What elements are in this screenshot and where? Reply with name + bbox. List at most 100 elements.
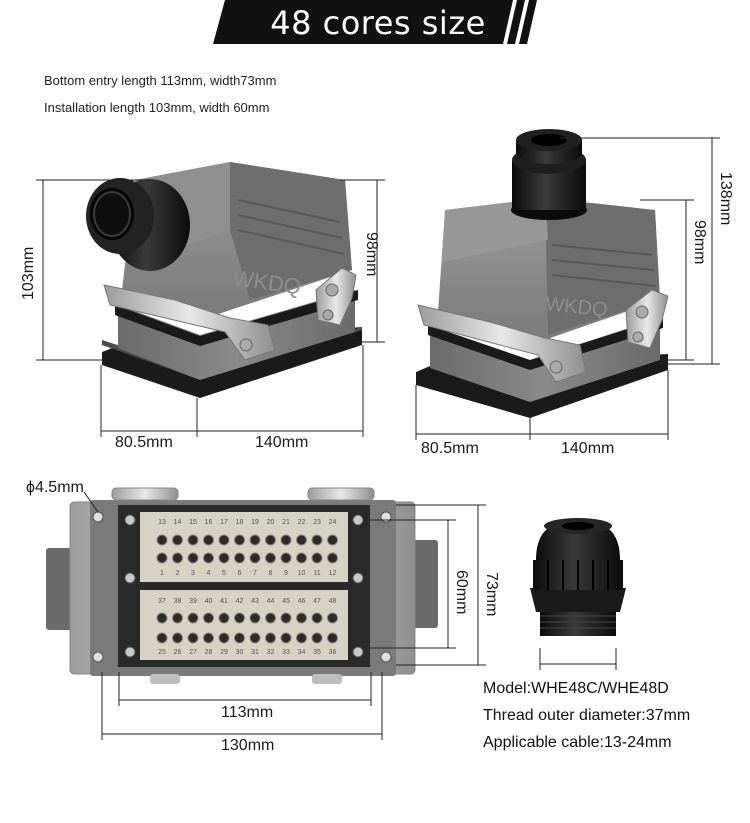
- insert-number: 22: [298, 519, 306, 526]
- insert-number: 28: [205, 649, 213, 656]
- insert-number: 2: [176, 570, 180, 577]
- outer-length-label: 130mm: [221, 737, 275, 754]
- insert-number: 17: [220, 519, 228, 526]
- insert-number: 11: [313, 570, 320, 577]
- pin-contact: [249, 632, 261, 644]
- side-dimension-lines: [36, 179, 385, 437]
- thread-spec: Thread outer diameter:37mm: [483, 707, 691, 724]
- pin-contact: [203, 534, 214, 546]
- pin-contact: [187, 552, 199, 564]
- insert-number: 19: [251, 519, 259, 526]
- side-width-short: 80.5mm: [115, 434, 173, 451]
- pin-contact: [327, 612, 338, 624]
- insert-number: 42: [236, 598, 244, 605]
- insert-number: 36: [329, 649, 337, 656]
- inner-width-label: 60mm: [453, 570, 470, 615]
- top-width-long: 140mm: [561, 440, 615, 457]
- top-height-total: 138mm: [717, 172, 734, 226]
- page-title: 48 cores size: [270, 4, 486, 42]
- insert-number: 10: [298, 570, 306, 577]
- title-banner: 48 cores size: [213, 0, 543, 44]
- top-width-short: 80.5mm: [421, 440, 479, 457]
- pin-contact: [234, 632, 245, 644]
- insert-number: 47: [313, 598, 321, 605]
- insert-number: 21: [282, 519, 290, 526]
- pin-contact: [156, 534, 168, 546]
- insert-number: 33: [282, 649, 290, 656]
- insert-number: 8: [269, 570, 273, 577]
- side-entry-connector: WKDQ: [86, 162, 362, 398]
- insert-number: 48: [329, 598, 337, 605]
- insert-number: 15: [189, 519, 197, 526]
- pin-contact: [311, 552, 323, 564]
- pin-contact: [203, 552, 214, 564]
- insert-number: 9: [284, 570, 288, 577]
- pin-contact: [234, 552, 245, 564]
- insert-number: 29: [220, 649, 228, 656]
- pin-contact: [203, 632, 214, 644]
- outer-width-label: 73mm: [483, 572, 500, 617]
- insert-number: 4: [207, 570, 211, 577]
- insert-number: 40: [205, 598, 213, 605]
- insert-number: 6: [238, 570, 242, 577]
- pin-contact: [311, 632, 323, 644]
- bottom-entry-note: Bottom entry length 113mm, width73mm: [44, 73, 277, 88]
- insert-number: 46: [298, 598, 306, 605]
- hole-diameter-label: ϕ4.5mm: [26, 479, 84, 496]
- insert-number: 35: [313, 649, 321, 656]
- cable-gland: [530, 518, 626, 670]
- cable-spec: Applicable cable:13-24mm: [483, 734, 672, 751]
- top-dimension-lines: [415, 137, 720, 440]
- pin-contact: [327, 552, 338, 564]
- insert-number: 5: [222, 570, 226, 577]
- pin-contact: [280, 632, 292, 644]
- insert-number: 23: [313, 519, 321, 526]
- bottom-dimension-lines: [83, 491, 486, 740]
- insert-number: 24: [329, 519, 337, 526]
- pin-contact: [265, 552, 276, 564]
- insert-number: 7: [253, 570, 257, 577]
- pin-contact: [249, 612, 261, 624]
- insert-number: 45: [282, 598, 290, 605]
- insert-number: 43: [251, 598, 259, 605]
- pin-contact: [311, 534, 323, 546]
- pin-contact: [327, 632, 338, 644]
- insert-number: 14: [174, 519, 182, 526]
- pin-contact: [203, 612, 214, 624]
- pin-contact: [187, 632, 199, 644]
- insert-number: 13: [158, 519, 166, 526]
- pin-contact: [280, 612, 292, 624]
- insert-number: 38: [174, 598, 182, 605]
- pin-contact: [311, 612, 323, 624]
- insert-number: 30: [236, 649, 244, 656]
- pin-contact: [187, 612, 199, 624]
- pin-contact: [280, 552, 292, 564]
- pin-contact: [296, 632, 307, 644]
- pin-contact: [187, 534, 199, 546]
- pin-contact: [280, 534, 292, 546]
- insert-number: 31: [251, 649, 259, 656]
- pin-contact: [218, 534, 230, 546]
- insert-number: 1: [160, 570, 164, 577]
- insert-number: 20: [267, 519, 275, 526]
- insert-number: 25: [158, 649, 166, 656]
- pin-contact: [172, 552, 183, 564]
- insert-number: 3: [191, 570, 195, 577]
- pin-contact: [156, 632, 168, 644]
- insert-number: 41: [220, 598, 228, 605]
- insert-number: 26: [174, 649, 182, 656]
- pin-contact: [249, 534, 261, 546]
- top-height-body: 98mm: [691, 220, 708, 265]
- pin-contact: [172, 632, 183, 644]
- pin-contact: [327, 534, 338, 546]
- pin-contact: [156, 612, 168, 624]
- side-height-total: 103mm: [20, 246, 37, 300]
- pin-contact: [156, 552, 168, 564]
- insert-number: 34: [298, 649, 306, 656]
- pin-contact: [172, 534, 183, 546]
- pin-contact: [218, 612, 230, 624]
- insert-number: 37: [158, 598, 166, 605]
- banner-shape: [213, 0, 537, 44]
- inner-length-label: 113mm: [221, 704, 274, 721]
